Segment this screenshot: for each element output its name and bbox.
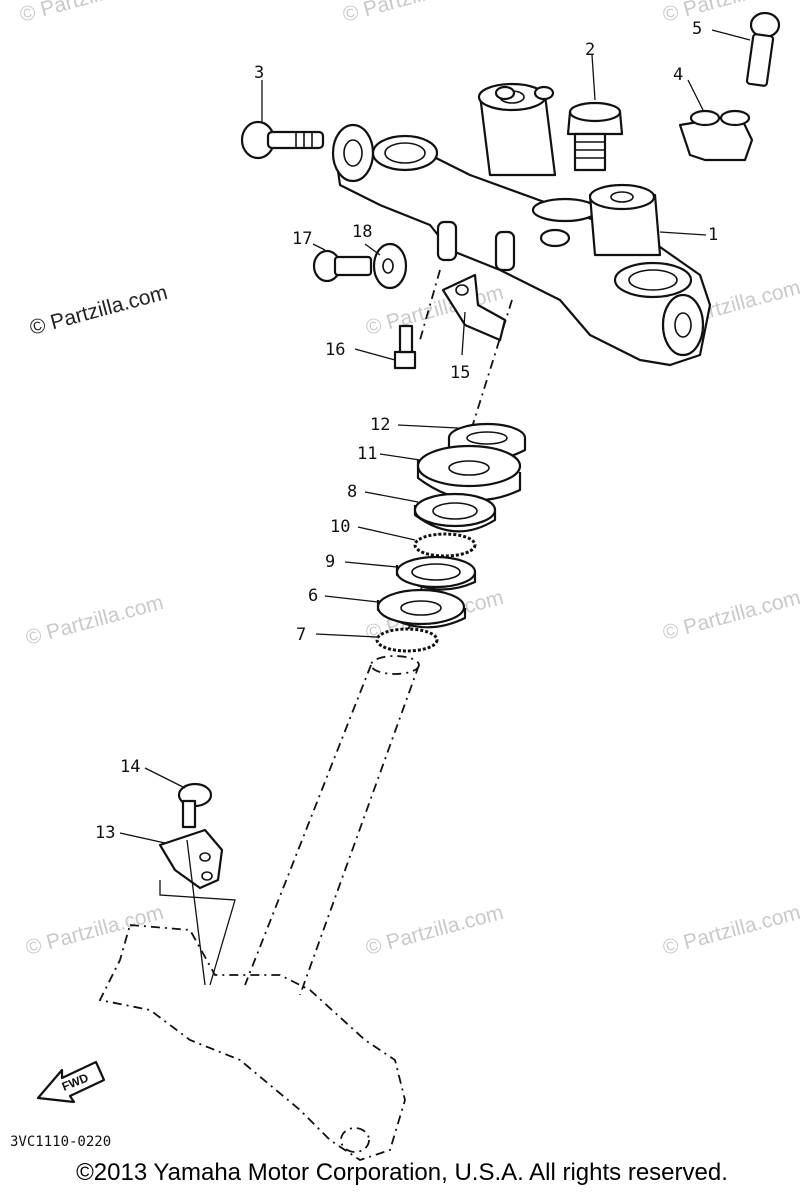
handlebar-holder bbox=[678, 109, 754, 162]
plate-13 bbox=[158, 828, 224, 890]
callout-15: 15 bbox=[450, 363, 470, 383]
callout-10: 10 bbox=[330, 517, 350, 537]
steering-stem-bolt bbox=[566, 101, 624, 172]
svg-text:© Partzilla.com: © Partzilla.com bbox=[340, 0, 483, 27]
copyright-text: ©2013 Yamaha Motor Corporation, U.S.A. A… bbox=[76, 1159, 728, 1186]
callout-3: 3 bbox=[254, 63, 264, 83]
svg-text:© Partzilla.com: © Partzilla.com bbox=[23, 591, 166, 650]
steering-stem-outline bbox=[98, 655, 420, 1161]
bracket-15 bbox=[441, 273, 507, 342]
callout-11: 11 bbox=[357, 444, 377, 464]
plate-mount-line bbox=[159, 880, 236, 986]
ball-bearing-10 bbox=[413, 532, 477, 558]
fwd-arrow-icon: FWD bbox=[36, 1060, 106, 1104]
assembly-axis-15 bbox=[419, 269, 441, 341]
callout-8: 8 bbox=[347, 482, 357, 502]
bearing-race-9 bbox=[395, 555, 477, 591]
bearing-race-6 bbox=[376, 588, 467, 629]
svg-text:© Partzilla.com: © Partzilla.com bbox=[23, 901, 166, 960]
holder-bolt bbox=[745, 11, 781, 87]
callout-16: 16 bbox=[325, 340, 345, 360]
callout-5: 5 bbox=[692, 19, 702, 39]
callout-12: 12 bbox=[370, 415, 390, 435]
callout-6: 6 bbox=[308, 586, 318, 606]
bearing-cover bbox=[416, 444, 522, 502]
plate-mount-line-2 bbox=[186, 839, 206, 986]
callout-17: 17 bbox=[292, 229, 312, 249]
svg-text:© Partzilla.com: © Partzilla.com bbox=[660, 0, 803, 27]
drawing-code: 3VC1110-0220 bbox=[10, 1134, 111, 1150]
bolt-17 bbox=[312, 249, 373, 283]
svg-text:© Partzilla.com: © Partzilla.com bbox=[363, 901, 506, 960]
bolt-16 bbox=[393, 324, 417, 370]
partzilla-watermark: © Partzilla.com bbox=[27, 281, 170, 340]
callout-14: 14 bbox=[120, 757, 140, 777]
callout-9: 9 bbox=[325, 552, 335, 572]
svg-text:© Partzilla.com: © Partzilla.com bbox=[660, 586, 803, 645]
bearing-race-8 bbox=[413, 492, 497, 533]
upper-bracket bbox=[331, 82, 712, 367]
bolt-14 bbox=[177, 782, 213, 829]
callout-13: 13 bbox=[95, 823, 115, 843]
callout-labels: 1 2 3 4 5 6 7 8 9 10 11 12 13 14 15 16 1… bbox=[95, 19, 718, 843]
callout-18: 18 bbox=[352, 222, 372, 242]
callout-4: 4 bbox=[673, 65, 683, 85]
ball-bearing-7 bbox=[375, 627, 439, 653]
callout-1: 1 bbox=[708, 225, 718, 245]
pinch-bolt-3 bbox=[240, 120, 325, 160]
leader-lines bbox=[119, 29, 751, 844]
svg-text:© Partzilla.com: © Partzilla.com bbox=[660, 901, 803, 960]
callout-7: 7 bbox=[296, 625, 306, 645]
washer-18 bbox=[372, 242, 408, 290]
callout-2: 2 bbox=[585, 40, 595, 60]
svg-text:© Partzilla.com: © Partzilla.com bbox=[17, 0, 160, 27]
